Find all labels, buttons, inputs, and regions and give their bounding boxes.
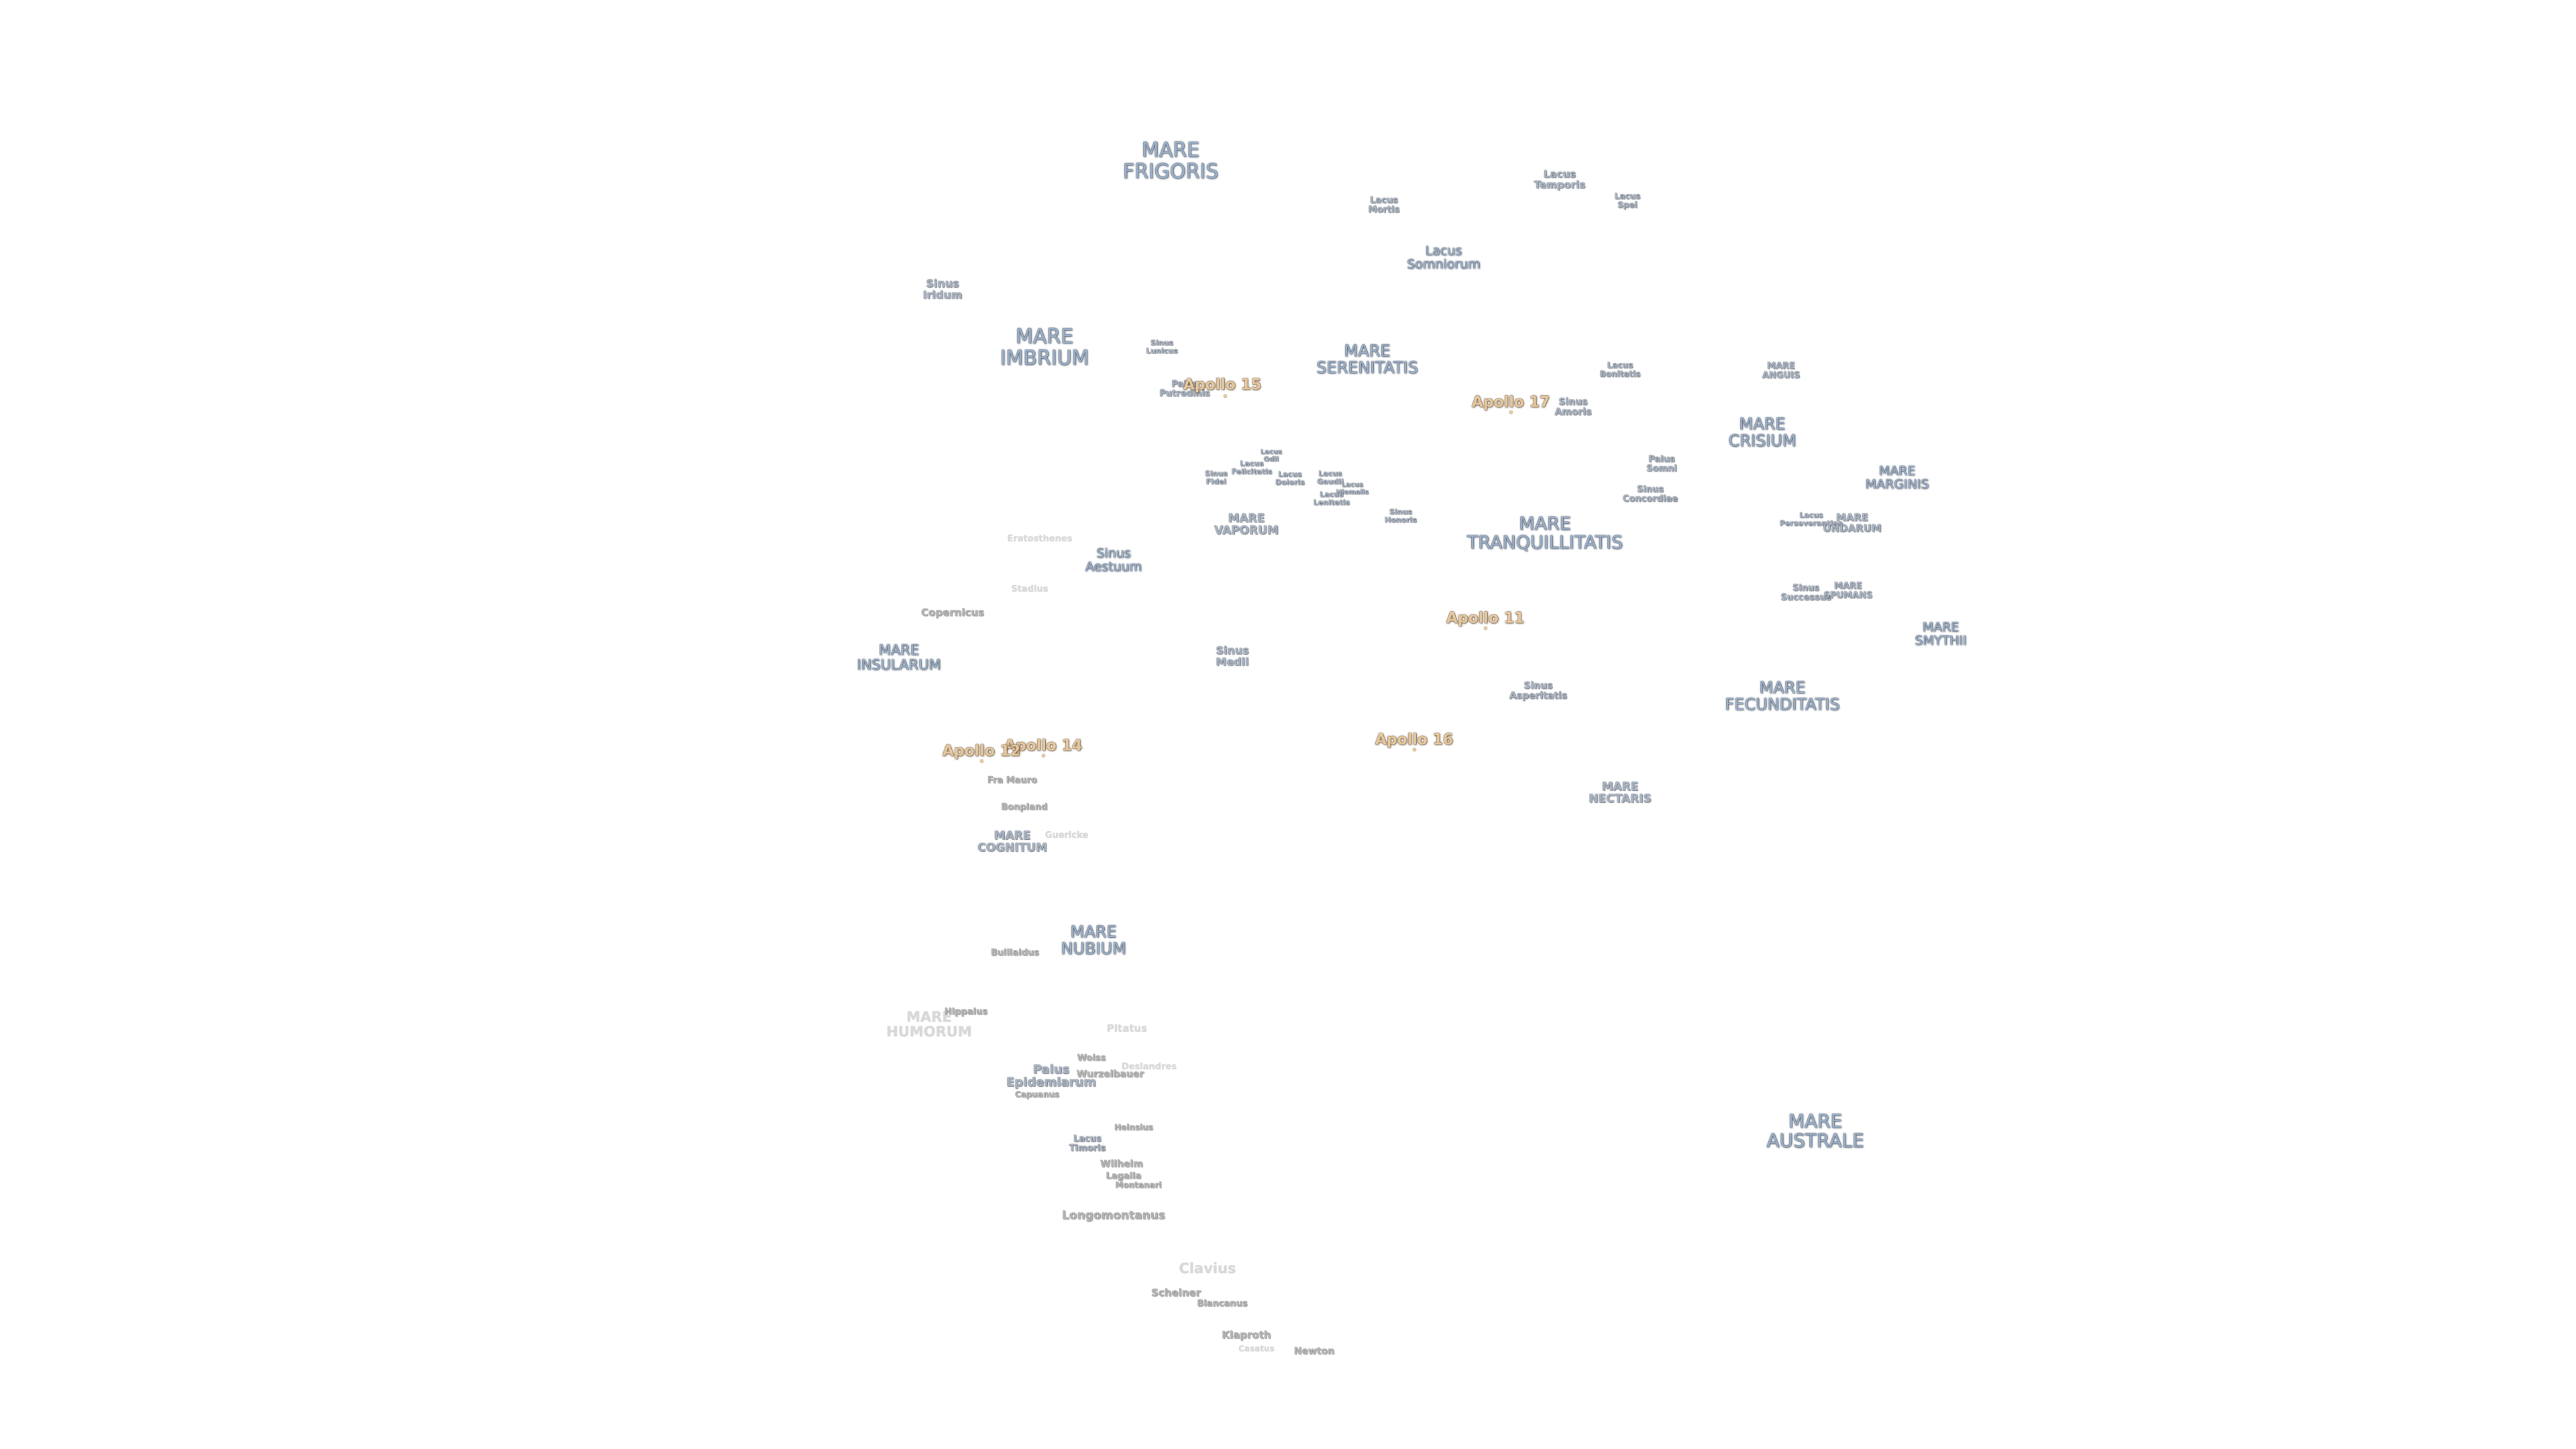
landing-site-apollo-12	[979, 759, 983, 763]
label-apollo-15: Apollo 15	[1183, 376, 1262, 394]
label-sinus-medii: Sinus Medii	[1216, 644, 1249, 668]
label-mare-smythii: MARE SMYTHII	[1915, 620, 1967, 648]
label-mare-anguis: MARE ANGUIS	[1762, 361, 1801, 380]
label-capuanus: Capuanus	[1014, 1089, 1060, 1099]
label-mare-nubium: MARE NUBIUM	[1061, 922, 1126, 958]
label-mare-insularum: MARE INSULARUM	[857, 641, 941, 673]
label-lacus-bonitatis: Lacus Bonitatis	[1599, 360, 1641, 378]
label-fra-mauro: Fra Mauro	[987, 775, 1038, 786]
label-palus-epidemiarum: Palus Epidemiarum	[1006, 1063, 1096, 1089]
label-apollo-16: Apollo 16	[1375, 731, 1454, 749]
label-wolss: Wolss	[1077, 1053, 1106, 1064]
label-mare-humorum: MARE HUMORUM	[886, 1008, 972, 1040]
label-sinus-aestuum: Sinus Aestuum	[1085, 546, 1142, 574]
label-mare-spumans: MARE SPUMANS	[1823, 581, 1873, 600]
label-clavius: Clavius	[1179, 1260, 1236, 1277]
label-lacus-doloris: Lacus Doloris	[1275, 470, 1305, 486]
label-lacus-gaudii: Lacus Gaudii	[1317, 469, 1344, 486]
label-heinsius: Heinsius	[1114, 1122, 1153, 1132]
label-apollo-14: Apollo 14	[1004, 737, 1083, 755]
label-lacus-somniorum: Lacus Somniorum	[1407, 244, 1481, 272]
label-wurzelbauer: Wurzelbauer	[1076, 1069, 1144, 1080]
label-lacus-timoris: Lacus Timoris	[1069, 1134, 1106, 1153]
label-eratosthenes: Eratosthenes	[1007, 534, 1073, 545]
label-lacus-hiemalis: Lacus Hiemalis	[1336, 481, 1369, 496]
label-montanari: Montanari	[1115, 1180, 1162, 1190]
label-mare-frigoris: MARE FRIGORIS	[1122, 138, 1219, 183]
label-lacus-odii: Lacus Odii	[1260, 448, 1283, 463]
label-sinus-concordiae: Sinus Concordiae	[1622, 484, 1678, 504]
label-wilhelm: Wilhelm	[1100, 1159, 1143, 1170]
label-palus-somni: Palus Somni	[1646, 454, 1677, 474]
label-sinus-fidei: Sinus Fidei	[1205, 469, 1228, 486]
label-deslandres: Deslandres	[1121, 1062, 1177, 1073]
label-klaproth: Klaproth	[1222, 1329, 1271, 1342]
label-pitatus: Pitatus	[1106, 1022, 1148, 1035]
label-apollo-12: Apollo 12	[942, 743, 1021, 760]
label-lacus-lenitatis: Lacus Lenitatis	[1313, 490, 1350, 506]
label-newton: Newton	[1293, 1346, 1335, 1357]
label-guericke: Guericke	[1044, 830, 1089, 841]
label-mare-tranquillitatis: MARE TRANQUILLITATIS	[1466, 513, 1623, 553]
label-sinus-amoris: Sinus Amoris	[1554, 396, 1592, 417]
label-lacus-temporis: Lacus Temporis	[1534, 168, 1586, 191]
landing-site-apollo-16	[1412, 747, 1416, 751]
label-mare-marginis: MARE MARGINIS	[1865, 464, 1929, 492]
label-sinus-lunicus: Sinus Lunicus	[1146, 338, 1178, 355]
landing-site-apollo-17	[1509, 410, 1513, 414]
label-sinus-successus: Sinus Successus	[1780, 583, 1831, 602]
label-mare-fecunditatis: MARE FECUNDITATIS	[1725, 678, 1840, 714]
label-scheiner: Scheiner	[1151, 1287, 1201, 1299]
label-apollo-17: Apollo 17	[1471, 394, 1550, 411]
label-lacus-mortis: Lacus Mortis	[1368, 195, 1400, 215]
label-copernicus: Copernicus	[921, 606, 984, 619]
label-blancanus: Blancanus	[1197, 1299, 1248, 1309]
label-lacus-perseverantiae: Lacus Perseverantiae	[1779, 511, 1843, 527]
label-hippalus: Hippalus	[944, 1007, 988, 1018]
label-sinus-honoris: Sinus Honoris	[1385, 507, 1417, 524]
label-lacus-spei: Lacus Spei	[1614, 191, 1641, 209]
landing-site-apollo-11	[1483, 626, 1487, 630]
label-mare-imbrium: MARE IMBRIUM	[1000, 325, 1089, 370]
label-longomontanus: Longomontanus	[1062, 1209, 1165, 1223]
label-apollo-11: Apollo 11	[1446, 610, 1525, 627]
landing-site-apollo-14	[1041, 753, 1045, 757]
label-mare-undarum: MARE UNDARUM	[1823, 511, 1882, 534]
label-mare-australe: MARE AUSTRALE	[1766, 1110, 1864, 1152]
label-lagalla: Lagalla	[1106, 1171, 1142, 1182]
label-sinus-iridum: Sinus Iridum	[922, 277, 963, 301]
label-palus-putredinis: Palus Putredinis	[1159, 379, 1210, 398]
label-lacus-felicitatis: Lacus Felicitatis	[1231, 459, 1273, 476]
label-casatus: Casatus	[1238, 1344, 1275, 1354]
label-mare-crisium: MARE CRISIUM	[1728, 414, 1796, 450]
label-mare-serenitatis: MARE SERENITATIS	[1316, 341, 1418, 377]
label-mare-nectaris: MARE NECTARIS	[1589, 780, 1652, 806]
landing-site-apollo-15	[1223, 394, 1227, 398]
label-mare-vaporum: MARE VAPORUM	[1214, 512, 1279, 537]
label-mare-cognitum: MARE COGNITUM	[977, 829, 1047, 855]
label-sinus-asperitatis: Sinus Asperitatis	[1509, 680, 1568, 701]
label-bullialdus: Bullialdus	[990, 948, 1040, 959]
label-bonpland: Bonpland	[1001, 802, 1048, 813]
label-stadius: Stadius	[1011, 584, 1049, 595]
